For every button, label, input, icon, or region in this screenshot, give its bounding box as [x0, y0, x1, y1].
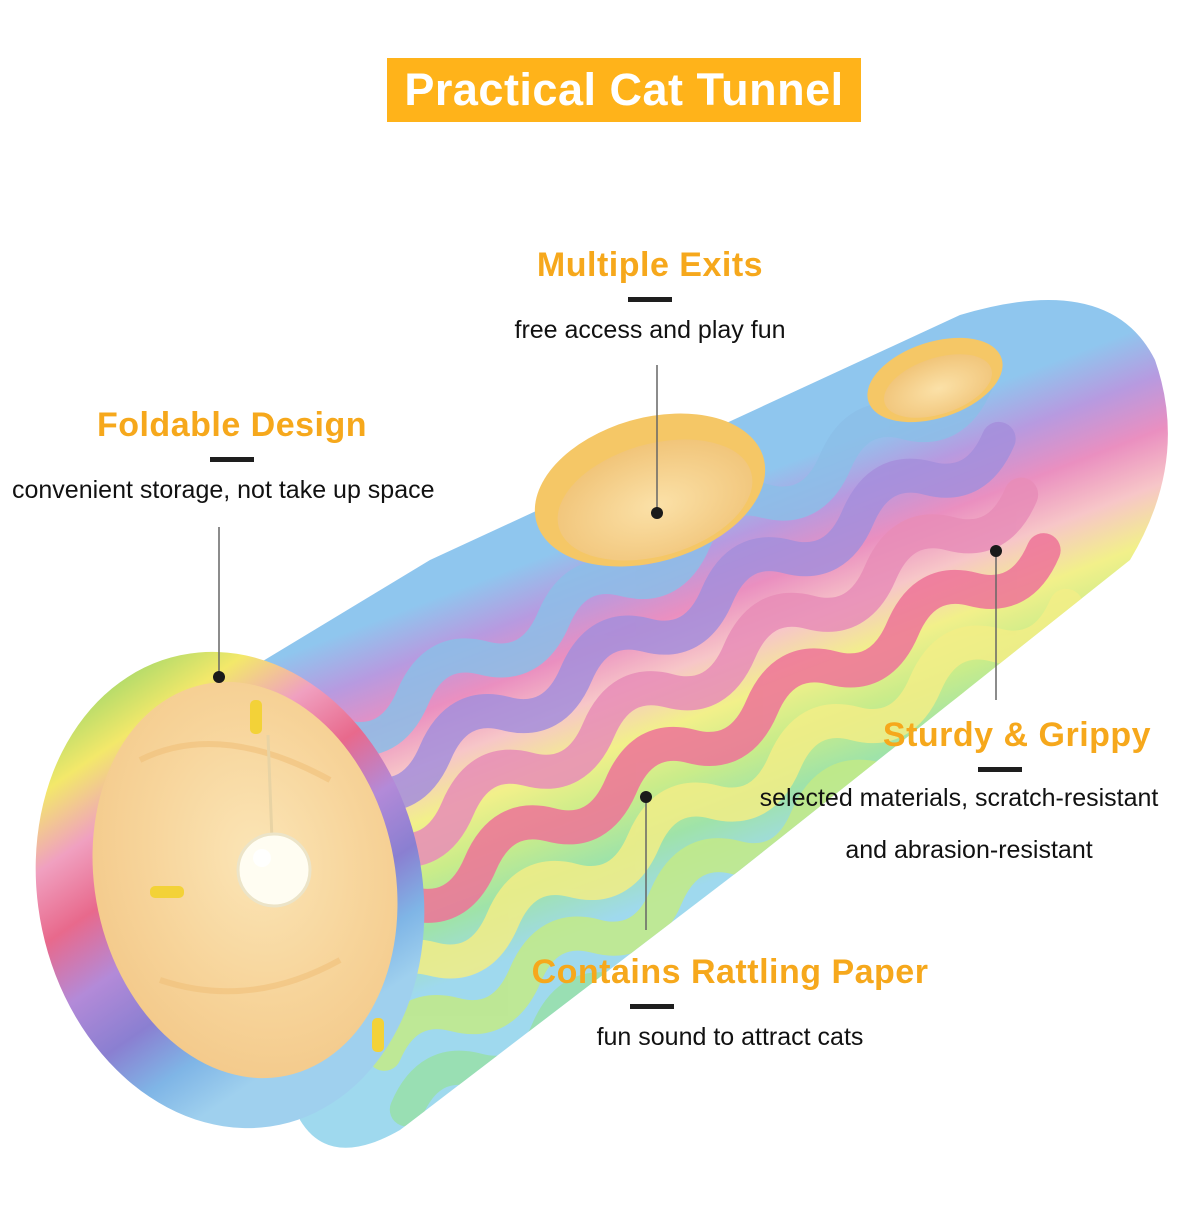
feature-description: fun sound to attract cats: [596, 1023, 864, 1051]
divider: [978, 767, 1022, 772]
divider: [210, 457, 254, 462]
feature-foldable-design: Foldable Design convenient storage, not …: [6, 406, 458, 504]
feature-title: Sturdy & Grippy: [882, 716, 1152, 754]
page-title: Practical Cat Tunnel: [404, 64, 844, 115]
divider: [628, 297, 672, 302]
feature-description: free access and play fun: [514, 316, 786, 344]
feature-description: selected materials, scratch-resistant: [759, 784, 1159, 812]
feature-title: Contains Rattling Paper: [531, 953, 929, 991]
feature-title: Foldable Design: [96, 406, 368, 444]
feature-title: Multiple Exits: [536, 246, 764, 284]
feature-sturdy-grippy: Sturdy & Grippy selected materials, scra…: [724, 716, 1194, 876]
feature-description: and abrasion-resistant: [845, 836, 1093, 864]
feature-description: convenient storage, not take up space: [12, 476, 435, 504]
feature-multiple-exits: Multiple Exits free access and play fun: [450, 246, 850, 344]
feature-rattling-paper: Contains Rattling Paper fun sound to att…: [510, 953, 950, 1051]
divider: [630, 1004, 674, 1009]
title-banner: Practical Cat Tunnel: [387, 58, 861, 122]
